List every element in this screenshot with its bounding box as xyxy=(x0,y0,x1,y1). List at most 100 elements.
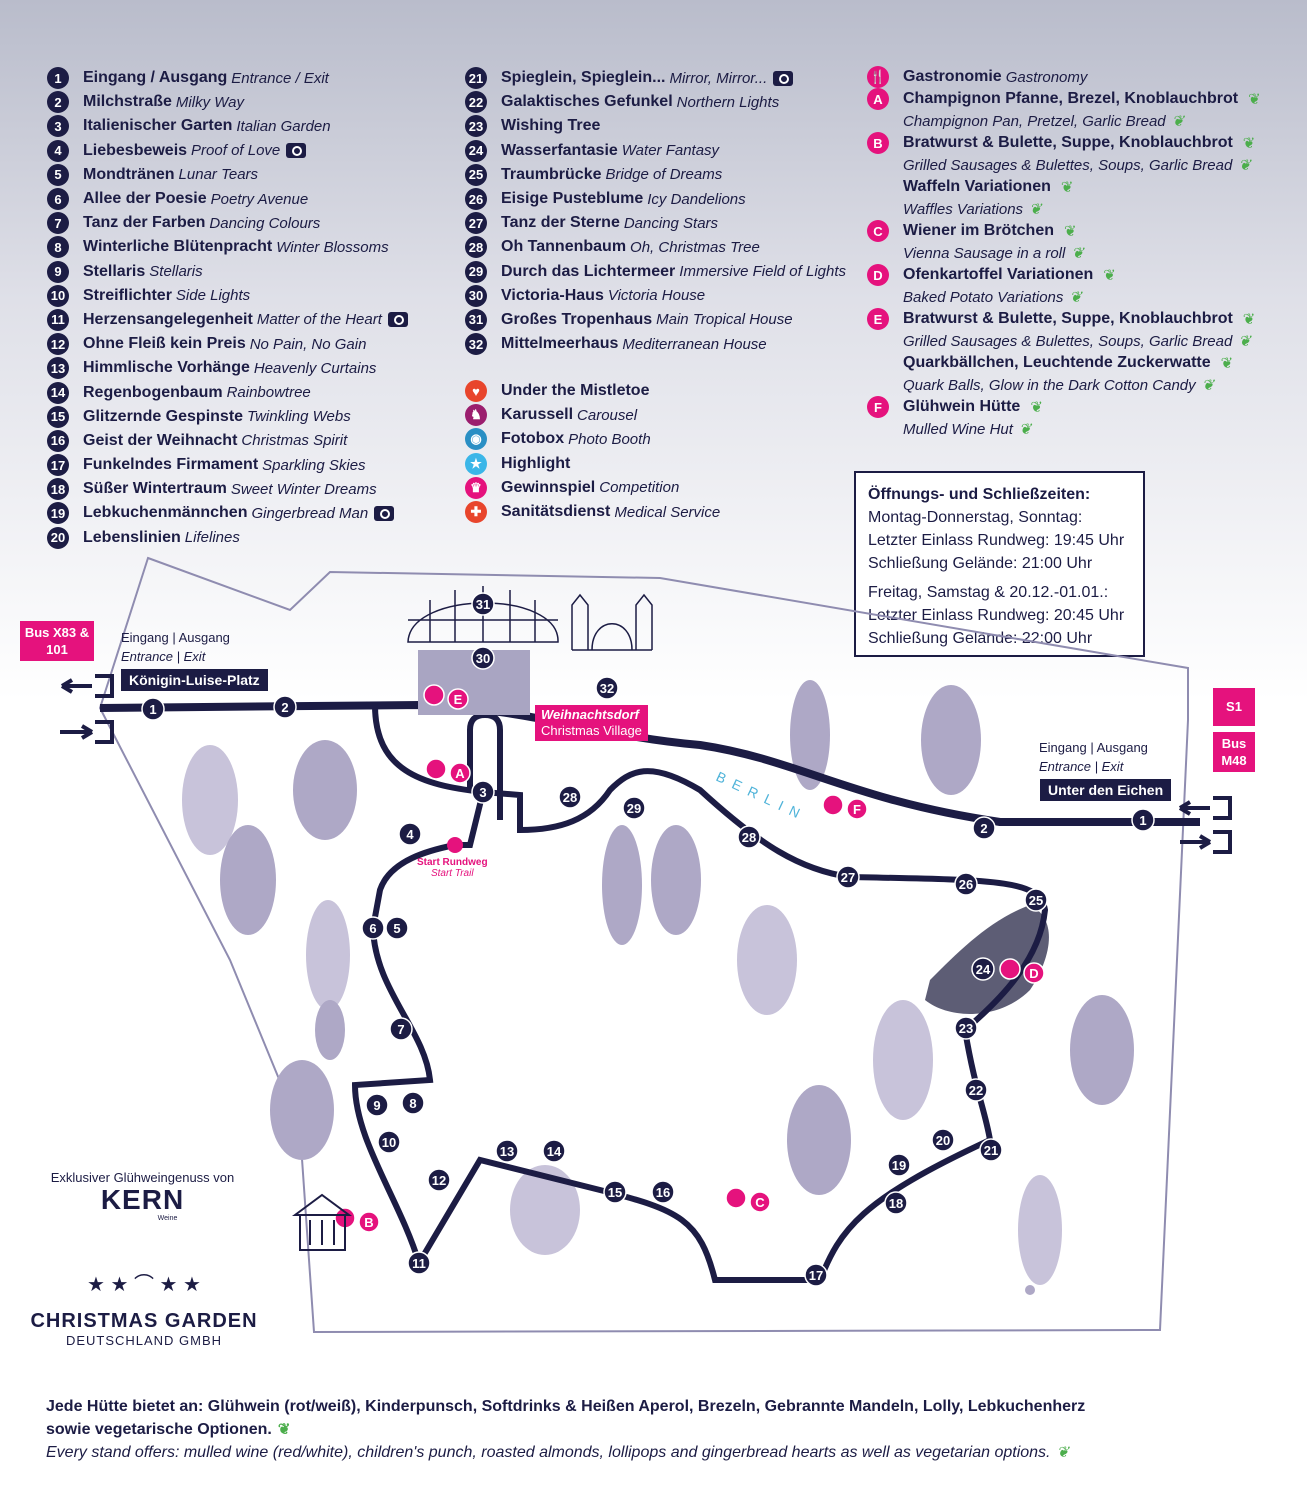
station-marker[interactable]: 12 xyxy=(427,1168,451,1192)
symbol-name: Under the Mistletoe xyxy=(501,382,650,400)
station-marker[interactable]: 25 xyxy=(1024,888,1048,912)
station-marker[interactable]: 8 xyxy=(401,1091,425,1115)
gastro-marker[interactable]: E xyxy=(423,684,469,710)
gastro-marker-letter: D xyxy=(1029,966,1038,981)
station-name: Liebesbeweis xyxy=(83,141,188,159)
station-marker[interactable]: 22 xyxy=(964,1078,988,1102)
gastro-item: Wiener im Brötchen xyxy=(903,222,1054,239)
station-number-badge: 4 xyxy=(47,139,69,162)
tree-icon xyxy=(510,1165,580,1255)
station-name-en: Matter of the Heart xyxy=(256,311,382,329)
station-marker-label: 19 xyxy=(892,1158,906,1173)
station-name: Spieglein, Spieglein... xyxy=(501,69,666,87)
gastro-item-en: Baked Potato Variations xyxy=(903,288,1064,306)
station-marker[interactable]: 15 xyxy=(603,1180,627,1204)
leaf-icon: ❦ xyxy=(1030,399,1043,416)
station-name-en: Water Fantasy xyxy=(621,142,720,160)
gastronomy-title-en: Gastronomy xyxy=(1005,68,1088,86)
station-marker[interactable]: 14 xyxy=(542,1139,566,1163)
station-marker-label: 27 xyxy=(841,870,855,885)
station-marker[interactable]: 2 xyxy=(273,695,297,719)
station-marker[interactable]: 10 xyxy=(377,1130,401,1154)
station-number-badge: 18 xyxy=(47,478,69,501)
station-marker[interactable]: 19 xyxy=(887,1153,911,1177)
leaf-icon: ❦ xyxy=(1242,311,1256,328)
entrance-left-de: Eingang | Ausgang xyxy=(121,630,230,645)
station-marker[interactable]: 28 xyxy=(558,785,582,809)
station-marker[interactable]: 20 xyxy=(931,1128,955,1152)
gastro-marker[interactable]: C xyxy=(725,1187,771,1213)
station-marker-label: 7 xyxy=(397,1022,404,1037)
station-marker-label: 12 xyxy=(432,1173,446,1188)
gastro-marker[interactable]: B xyxy=(334,1207,380,1233)
station-marker-label: 24 xyxy=(976,962,991,977)
station-name: Victoria-Haus xyxy=(501,286,604,304)
station-marker[interactable]: 27 xyxy=(836,865,860,889)
station-marker[interactable]: 2 xyxy=(972,816,996,840)
station-marker[interactable]: 24 xyxy=(971,957,995,981)
station-marker-label: 23 xyxy=(959,1021,973,1036)
station-marker[interactable]: 26 xyxy=(954,872,978,896)
exit-arrow-left xyxy=(60,674,114,744)
station-marker[interactable]: 30 xyxy=(471,646,495,670)
gastro-marker[interactable]: A xyxy=(425,758,471,784)
gazebo-icon xyxy=(291,1193,353,1251)
tree-icon xyxy=(1025,1285,1035,1295)
station-number-badge: 8 xyxy=(47,236,69,259)
station-marker[interactable]: 21 xyxy=(979,1138,1003,1162)
station-name-en: Rainbowtree xyxy=(226,384,311,402)
station-marker[interactable]: 5 xyxy=(385,916,409,940)
carousel-icon: ♞ xyxy=(465,404,487,427)
hours-line: Montag-Donnerstag, Sonntag: xyxy=(868,509,1083,526)
s1-badge: S1 xyxy=(1213,688,1255,726)
legend-item: Quark Balls, Glow in the Dark Cotton Can… xyxy=(867,374,1261,396)
station-marker[interactable]: 1 xyxy=(1131,808,1155,832)
camera-icon xyxy=(773,70,794,86)
gastro-marker-letter: A xyxy=(455,766,465,781)
footer-en: Every stand offers: mulled wine (red/whi… xyxy=(46,1444,1051,1461)
footer-note: Jede Hütte bietet an: Glühwein (rot/weiß… xyxy=(46,1395,1085,1464)
station-name-en: Gingerbread Man xyxy=(251,504,369,522)
station-marker[interactable]: 11 xyxy=(407,1251,431,1275)
station-marker[interactable]: 28 xyxy=(737,825,761,849)
station-marker[interactable]: 18 xyxy=(884,1191,908,1215)
fork-knife-icon xyxy=(425,758,447,780)
station-marker[interactable]: 17 xyxy=(804,1263,828,1287)
station-name: Winterliche Blütenpracht xyxy=(83,238,273,256)
tropical-house-drawing xyxy=(407,586,653,651)
start-trail-dot xyxy=(447,837,463,853)
station-marker[interactable]: 13 xyxy=(495,1139,519,1163)
station-marker[interactable]: 32 xyxy=(595,676,619,700)
station-marker-label: 31 xyxy=(476,597,490,612)
medical-cross-icon: ✚ xyxy=(465,501,487,524)
station-marker[interactable]: 23 xyxy=(954,1016,978,1040)
station-marker[interactable]: 7 xyxy=(389,1017,413,1041)
station-name: Eisige Pusteblume xyxy=(501,190,644,208)
gastro-marker[interactable]: F xyxy=(822,794,868,820)
station-name-en: Lunar Tears xyxy=(178,166,259,184)
station-number-badge: 27 xyxy=(465,212,487,235)
gastro-item: Bratwurst & Bulette, Suppe, Knoblauchbro… xyxy=(903,134,1233,151)
station-number-badge: 23 xyxy=(465,115,487,138)
station-marker[interactable]: 6 xyxy=(361,916,385,940)
station-name: Funkelndes Firmament xyxy=(83,456,259,474)
station-marker[interactable]: 31 xyxy=(471,592,495,616)
station-marker[interactable]: 3 xyxy=(471,780,495,804)
station-marker[interactable]: 29 xyxy=(622,796,646,820)
station-marker[interactable]: 9 xyxy=(365,1093,389,1117)
station-name: Streiflichter xyxy=(83,286,172,304)
station-marker[interactable]: 16 xyxy=(651,1180,675,1204)
gastro-marker[interactable]: D xyxy=(999,958,1045,984)
station-number-badge: 1 xyxy=(47,67,69,90)
station-marker[interactable]: 1 xyxy=(141,697,165,721)
station-marker[interactable]: 4 xyxy=(398,822,422,846)
tree-icon xyxy=(220,825,276,935)
station-number-badge: 19 xyxy=(47,502,69,525)
